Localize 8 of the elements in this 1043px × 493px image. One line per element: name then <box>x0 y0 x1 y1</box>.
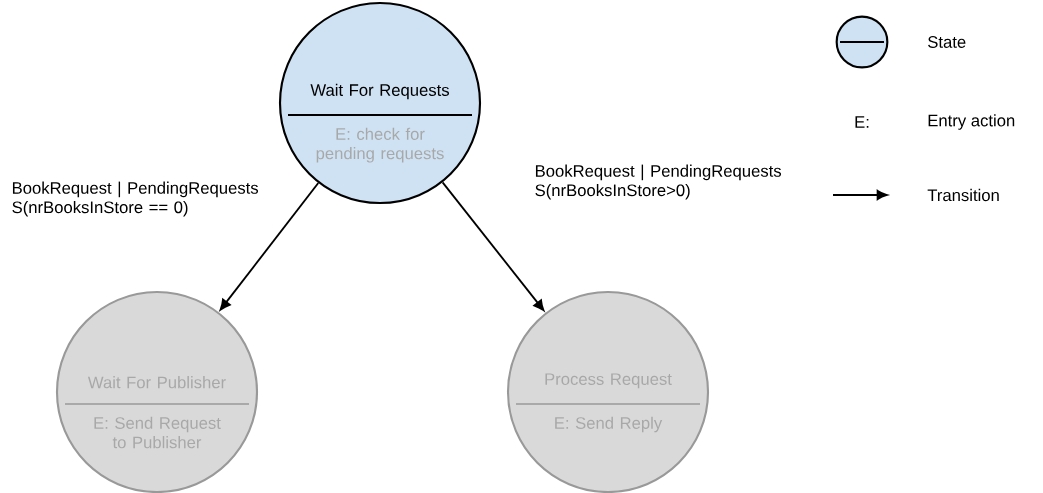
edge-label: BookRequest | PendingRequests S(nrBooksInStore == 0) <box>12 181 259 217</box>
legend-label: Transition <box>927 188 999 202</box>
arrow <box>441 181 545 312</box>
legend-label: Entry action <box>928 114 1015 130</box>
arrow <box>219 182 320 311</box>
edge-label: BookRequest | PendingRequests S(nrBooksInStore>0) <box>535 164 782 200</box>
legend-label: State <box>928 36 966 48</box>
legend-symbol: E: <box>855 116 869 128</box>
